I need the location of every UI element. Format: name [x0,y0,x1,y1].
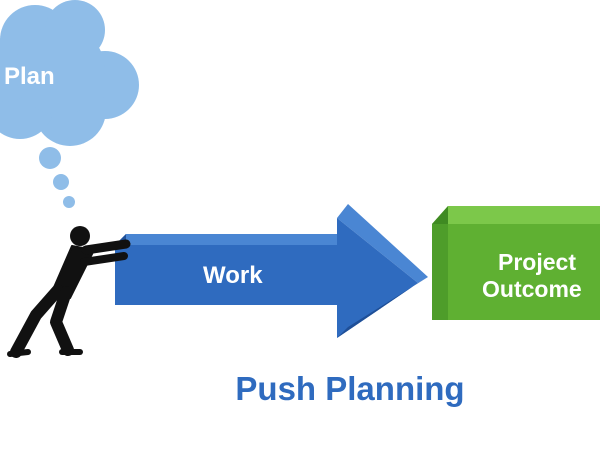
box-label-line2: Outcome [482,276,582,302]
box-label-line1: Project [498,249,576,275]
thought-cloud-icon [0,0,139,208]
thought-bubble-small [63,196,75,208]
work-arrow [115,204,428,338]
project-outcome-box [432,206,600,320]
arrow-label: Work [203,262,263,289]
diagram-caption: Push Planning [235,370,464,407]
thought-bubble-medium [53,174,69,190]
person-pushing-icon [7,226,131,358]
cloud-label: Plan [4,63,55,90]
thought-bubble-large [39,147,61,169]
